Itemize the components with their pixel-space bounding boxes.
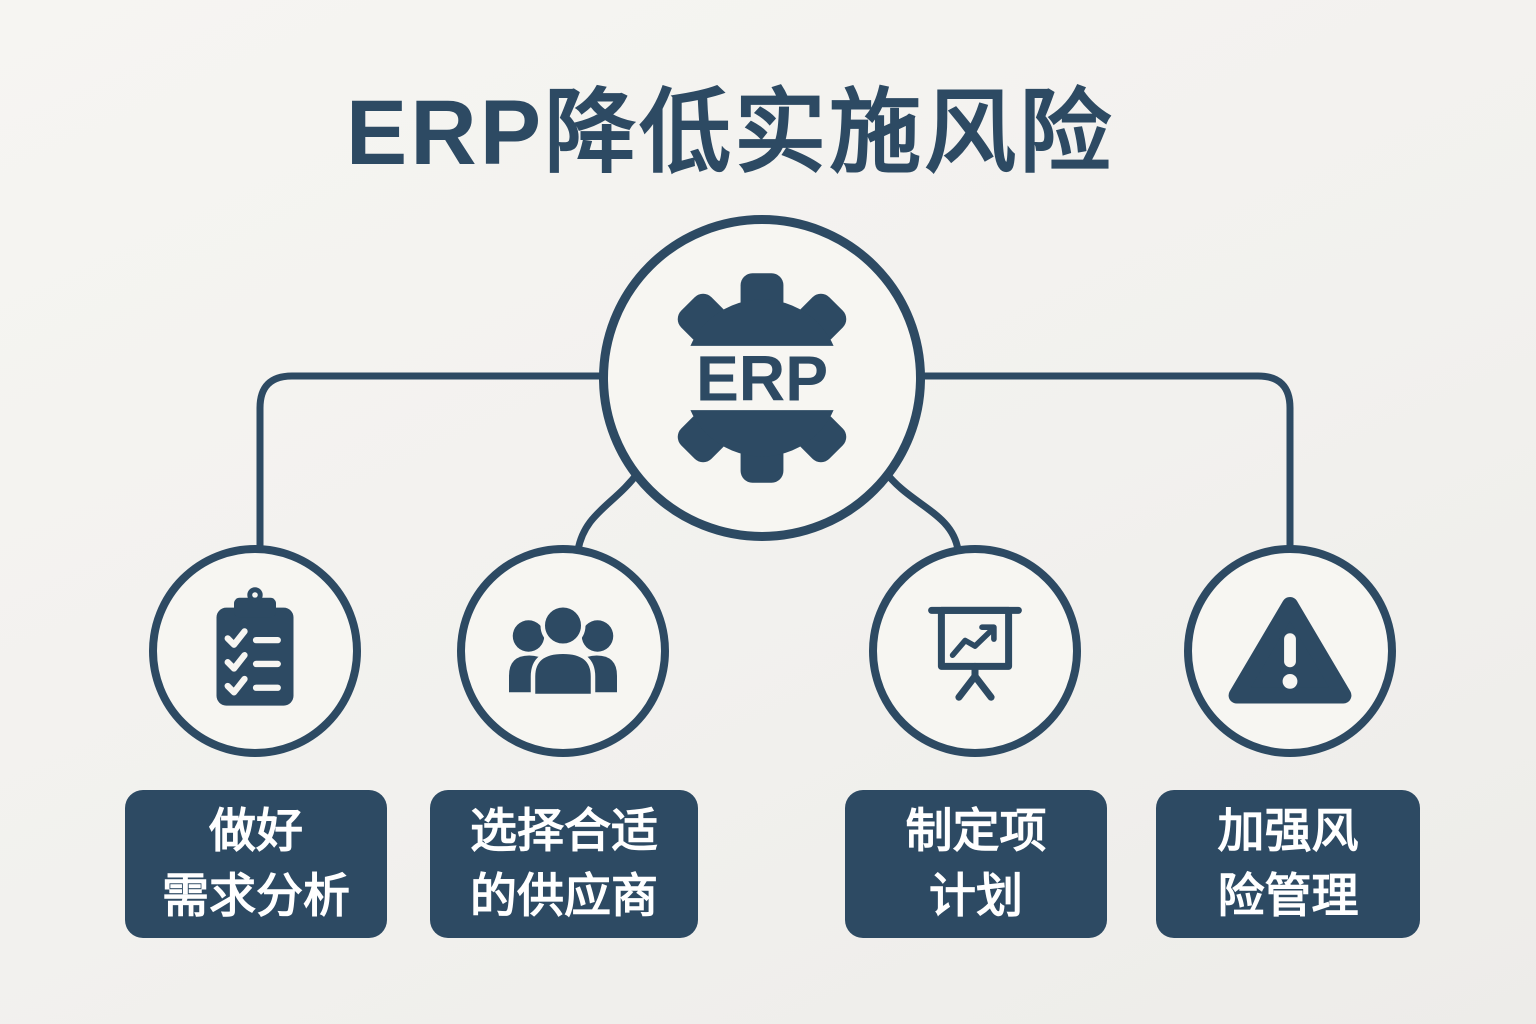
label-project-plan: 制定项 计划 bbox=[845, 790, 1107, 938]
center-node-erp: ERP bbox=[599, 215, 925, 541]
people-group-icon bbox=[488, 576, 638, 726]
center-node-label: ERP bbox=[696, 343, 828, 415]
label-requirements-analysis: 做好 需求分析 bbox=[125, 790, 387, 938]
connector-right-outer bbox=[900, 372, 1294, 552]
label-line: 计划 bbox=[929, 869, 1023, 922]
gear-icon: ERP bbox=[643, 259, 881, 497]
page-title: ERP降低实施风险 bbox=[345, 82, 1115, 184]
label-risk-management: 加强风 险管理 bbox=[1156, 790, 1420, 938]
connector-left-outer bbox=[256, 372, 624, 552]
connector-right-inner bbox=[880, 466, 962, 554]
presentation-chart-icon bbox=[905, 581, 1045, 721]
label-line: 选择合适 bbox=[470, 804, 658, 858]
label-line: 制定项 bbox=[905, 804, 1047, 858]
warning-triangle-icon bbox=[1216, 577, 1364, 725]
label-vendor-selection: 选择合适 的供应商 bbox=[430, 790, 698, 938]
label-line: 需求分析 bbox=[162, 869, 350, 922]
label-line: 险管理 bbox=[1217, 869, 1359, 922]
label-line: 做好 bbox=[209, 804, 303, 858]
label-line: 的供应商 bbox=[470, 869, 658, 922]
node-risk-management bbox=[1184, 545, 1396, 757]
clipboard-checklist-icon bbox=[185, 581, 325, 721]
node-project-plan bbox=[869, 545, 1081, 757]
node-vendor-selection bbox=[457, 545, 669, 757]
node-requirements-analysis bbox=[149, 545, 361, 757]
connector-left-inner bbox=[574, 466, 644, 554]
label-line: 加强风 bbox=[1217, 804, 1359, 858]
